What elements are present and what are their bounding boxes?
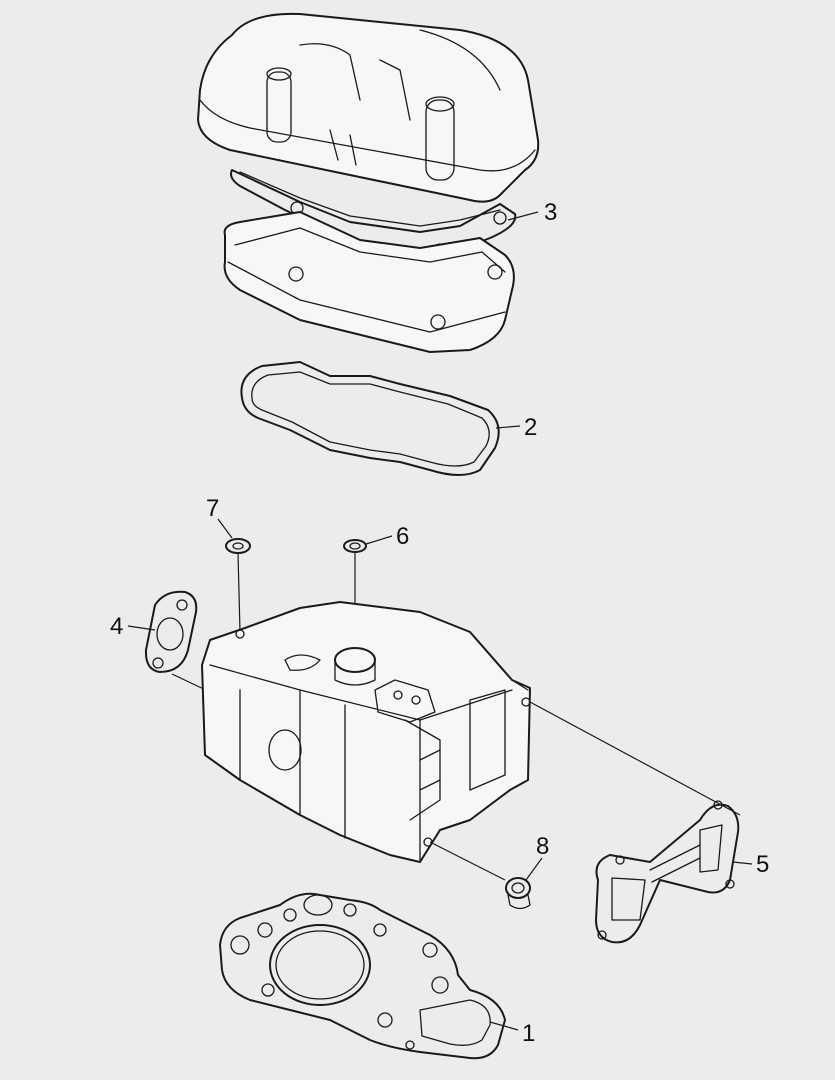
callout-6: 6 [365,523,409,550]
callout-8: 8 [525,833,549,881]
callout-label-3: 3 [544,199,557,226]
gasket-part-1 [219,892,506,1060]
callout-2: 2 [495,414,537,441]
callout-1: 1 [489,1020,535,1047]
leader-line-part-8 [429,841,506,881]
gasket-part-5 [595,800,740,944]
seal-part-7 [225,538,251,633]
valve-cover [197,12,540,203]
callout-label-1: 1 [522,1020,535,1047]
callout-label-2: 2 [524,414,537,441]
callout-4: 4 [110,613,156,640]
callout-label-6: 6 [396,523,409,550]
gasket-part-4 [144,590,211,693]
callout-label-8: 8 [536,833,549,860]
gasket-part-2 [240,361,500,476]
plug-part-8 [505,877,531,910]
callout-label-5: 5 [756,851,769,878]
valve-cover-housing [223,211,515,353]
callout-label-7: 7 [206,495,219,522]
leader-line-part-5 [529,701,741,816]
callout-7: 7 [206,495,233,539]
cylinder-head [201,601,531,863]
callout-5: 5 [732,851,769,878]
callout-label-4: 4 [110,613,123,640]
callout-3: 3 [507,199,557,226]
